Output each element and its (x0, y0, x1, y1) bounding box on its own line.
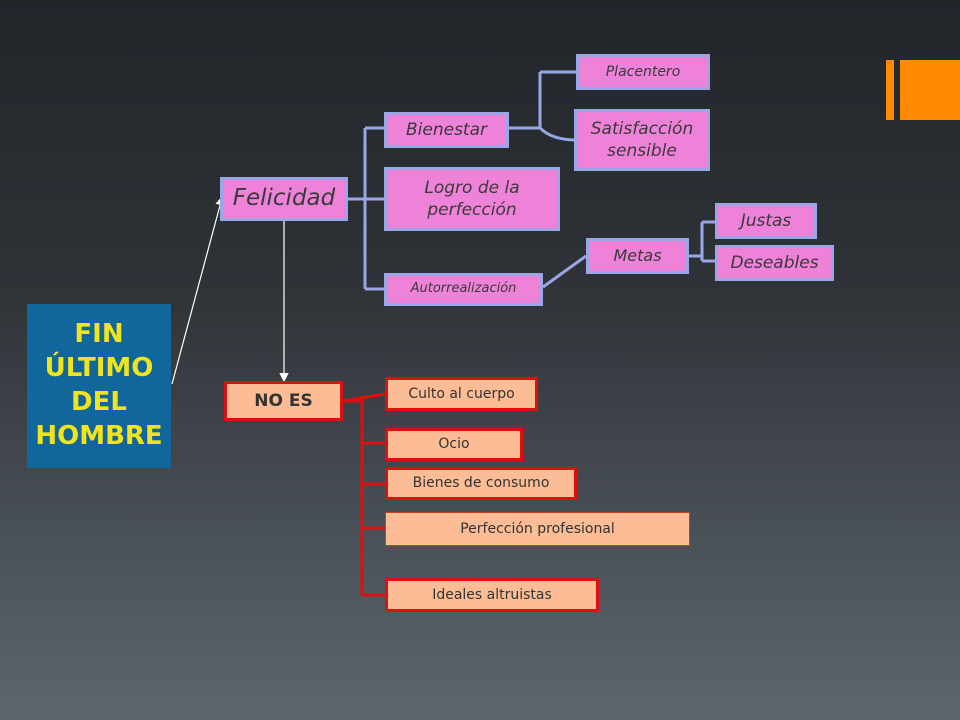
node-ideales-altruistas: Ideales altruistas (385, 578, 599, 612)
node-metas: Metas (586, 238, 689, 274)
corner-accent-right-bar (900, 60, 960, 120)
root-line-1: FIN (74, 319, 124, 350)
satisfaccion-line-1: Satisfacción (590, 118, 694, 139)
node-bienestar: Bienestar (384, 112, 509, 148)
metas-label: Metas (613, 245, 662, 265)
root-line-4: HOMBRE (35, 420, 163, 451)
corner-accent-left-bar (886, 60, 894, 120)
node-ocio: Ocio (385, 428, 523, 461)
node-culto-al-cuerpo: Culto al cuerpo (385, 377, 538, 411)
connector-autorrealizacion-metas (542, 254, 587, 289)
connector-felicidad-bracket (348, 126, 384, 291)
node-autorrealizacion: Autorrealización (384, 273, 543, 306)
satisfaccion-line-2: sensible (607, 141, 677, 161)
connector-metas-bracket (689, 220, 715, 263)
node-placentero: Placentero (576, 54, 710, 90)
connector-root-felicidad (171, 195, 225, 385)
root-line-2: ÚLTIMO (44, 353, 154, 384)
node-perfeccion-profesional: Perfección profesional (385, 512, 690, 546)
node-logro-de-la-perfeccion: Logro de la perfección (384, 167, 560, 231)
connector-bienestar-bracket (509, 70, 577, 142)
justas-label: Justas (740, 210, 792, 231)
ideales-label: Ideales altruistas (432, 586, 552, 603)
deseables-label: Deseables (730, 252, 819, 273)
bienes-label: Bienes de consumo (412, 475, 550, 492)
node-no-es: NO ES (224, 381, 343, 421)
node-satisfaccion-sensible: Satisfacción sensible (574, 109, 710, 171)
bienestar-label: Bienestar (405, 119, 487, 140)
perfeccion-profesional-label: Perfección profesional (460, 520, 615, 537)
node-bienes-de-consumo: Bienes de consumo (385, 467, 577, 500)
connector-noes-bracket (342, 392, 386, 597)
logro-line-2: perfección (427, 200, 517, 220)
no-es-label: NO ES (254, 390, 313, 411)
node-deseables: Deseables (715, 245, 834, 281)
placentero-label: Placentero (605, 63, 681, 80)
node-felicidad: Felicidad (220, 177, 348, 221)
node-justas: Justas (715, 203, 817, 239)
culto-label: Culto al cuerpo (408, 385, 515, 402)
root-line-3: DEL (71, 387, 127, 417)
felicidad-label: Felicidad (232, 185, 336, 212)
logro-line-1: Logro de la (424, 177, 520, 198)
autorrealizacion-label: Autorrealización (410, 281, 517, 297)
node-fin-ultimo-del-hombre: FIN ÚLTIMO DEL HOMBRE (27, 304, 171, 468)
ocio-label: Ocio (438, 436, 470, 453)
